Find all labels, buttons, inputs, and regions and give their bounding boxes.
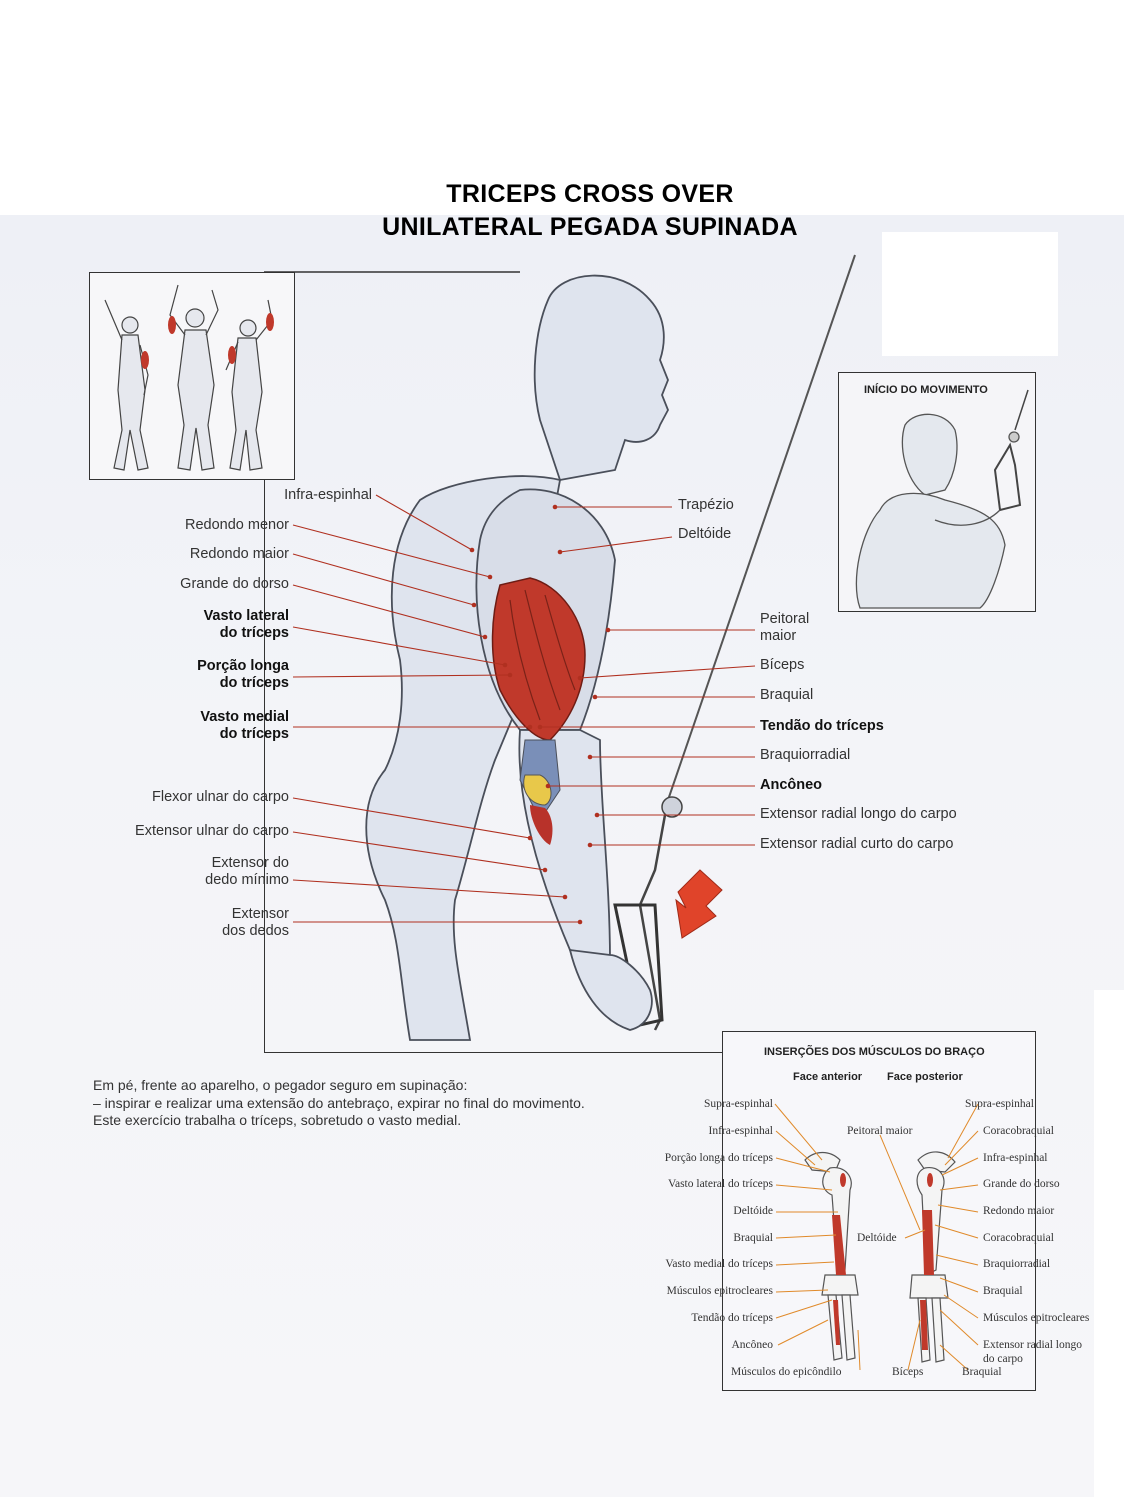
ins-right-extensor-radial-1: Extensor radial longo: [983, 1339, 1083, 1351]
cable-pulley-icon: [661, 796, 683, 818]
ins-left-vasto-lateral: Vasto lateral do tríceps: [667, 1178, 773, 1190]
ins-right-extensor-radial-2: do carpo: [983, 1353, 1023, 1365]
arm-bone-posterior: [909, 1151, 956, 1363]
label-extensor-ulnar: Extensor ulnar do carpo: [135, 823, 289, 839]
ins-right-grande-dorso: Grande do dorso: [983, 1178, 1060, 1190]
label-extensor-dedo-minimo-1: Extensor do: [211, 855, 289, 871]
main-illustration-frame: [264, 272, 835, 1053]
label-vasto-medial-2: do tríceps: [219, 726, 289, 742]
right-leader-dots: [537, 504, 611, 848]
label-braquiorradial: Braquiorradial: [760, 747, 851, 763]
label-tendao-triceps: Tendão do tríceps: [760, 718, 884, 734]
label-redondo-maior: Redondo maior: [189, 546, 289, 562]
ins-center-peitoral-maior: Peitoral maior: [847, 1125, 913, 1137]
label-trapezio: Trapézio: [678, 497, 734, 513]
ins-left-epitrocleares: Músculos epitrocleares: [666, 1285, 773, 1297]
label-anconeo: Ancôneo: [760, 777, 823, 793]
left-leader-lines: [292, 494, 580, 923]
description-line-2: – inspirar e realizar uma extensão do an…: [93, 1094, 585, 1111]
description-line-1: Em pé, frente ao aparelho, o pegador seg…: [93, 1077, 468, 1093]
body-figures-thumbnail: [104, 284, 274, 471]
ins-right-infra-espinhal: Infra-espinhal: [983, 1152, 1048, 1164]
insertions-title: INSERÇÕES DOS MÚSCULOS DO BRAÇO: [764, 1046, 985, 1058]
insertion-leader-lines: [774, 1103, 979, 1371]
label-braquial: Braquial: [760, 687, 814, 703]
right-leader-lines: [540, 506, 756, 846]
ins-left-epicondilo: Músculos do epicôndilo: [731, 1366, 842, 1378]
ins-left-anconeo: Ancôneo: [731, 1339, 773, 1351]
insertions-face-anterior: Face anterior: [793, 1071, 863, 1083]
ins-right-braquial-bottom: Braquial: [962, 1366, 1002, 1378]
label-porcao-longa-1: Porção longa: [197, 658, 289, 674]
label-peitoral-1: Peitoral: [760, 611, 810, 627]
ins-center-biceps: Bíceps: [892, 1366, 924, 1378]
down-arrow-icon: [675, 869, 723, 939]
label-biceps: Bíceps: [760, 657, 805, 673]
ins-left-infra-espinhal: Infra-espinhal: [708, 1125, 774, 1137]
insertions-face-posterior: Face posterior: [887, 1071, 963, 1083]
label-peitoral-2: maior: [760, 628, 797, 644]
ins-left-braquial: Braquial: [733, 1232, 773, 1244]
label-extensor-dedo-minimo-2: dedo mínimo: [205, 872, 289, 888]
arm-bone-anterior: [804, 1151, 859, 1361]
label-vasto-lateral-1: Vasto lateral: [203, 608, 289, 624]
insertions-frame: [722, 1031, 1036, 1391]
page-title-line2: UNILATERAL PEGADA SUPINADA: [382, 213, 798, 241]
exercise-description: Em pé, frente ao aparelho, o pegador seg…: [93, 1077, 673, 1130]
blank-edge: [1094, 990, 1124, 1497]
ins-left-deltoide: Deltóide: [733, 1205, 773, 1217]
triceps-highlight: [491, 577, 586, 845]
label-deltoide: Deltóide: [678, 526, 732, 542]
label-extensor-radial-longo: Extensor radial longo do carpo: [760, 806, 957, 822]
label-redondo-menor: Redondo menor: [185, 517, 289, 533]
ins-center-deltoide: Deltóide: [857, 1232, 897, 1244]
ins-right-supra-espinhal: Supra-espinhal: [965, 1098, 1034, 1110]
ins-right-coracobraquial-1: Coracobraquial: [983, 1125, 1054, 1137]
ins-right-redondo-maior: Redondo maior: [983, 1205, 1055, 1217]
ins-right-coracobraquial-2: Coracobraquial: [983, 1232, 1054, 1244]
thumb-figure-center: [168, 284, 219, 471]
blank-patch: [882, 232, 1058, 356]
start-position-sketch: [855, 389, 1029, 609]
label-infra-espinhal: Infra-espinhal: [284, 487, 372, 503]
description-line-3: Este exercício trabalha o tríceps, sobre…: [93, 1112, 462, 1128]
label-porcao-longa-2: do tríceps: [219, 675, 289, 691]
label-grande-do-dorso: Grande do dorso: [180, 576, 289, 592]
ins-left-vasto-medial: Vasto medial do tríceps: [665, 1258, 773, 1270]
ins-left-porcao-longa: Porção longa do tríceps: [664, 1152, 773, 1164]
label-flexor-ulnar: Flexor ulnar do carpo: [151, 789, 289, 805]
left-leader-dots: [469, 547, 583, 925]
label-vasto-lateral-2: do tríceps: [219, 625, 289, 641]
start-box-title: INÍCIO DO MOVIMENTO: [864, 384, 988, 396]
ins-right-epitrocleares: Músculos epitrocleares: [983, 1312, 1090, 1324]
label-extensor-dos-dedos-1: Extensor: [231, 906, 289, 922]
ins-right-braquiorradial: Braquiorradial: [983, 1258, 1051, 1270]
page-title-line1: TRICEPS CROSS OVER: [446, 180, 734, 208]
cable-line: [667, 254, 856, 801]
label-vasto-medial-1: Vasto medial: [200, 709, 289, 725]
ins-left-tendao-triceps: Tendão do tríceps: [691, 1312, 773, 1324]
label-extensor-dos-dedos-2: dos dedos: [222, 923, 289, 939]
ins-right-braquial: Braquial: [983, 1285, 1023, 1297]
thumb-figure-right: [225, 299, 274, 471]
thumb-figure-left: [104, 299, 149, 471]
label-extensor-radial-curto: Extensor radial curto do carpo: [760, 836, 954, 852]
ins-left-supra-espinhal: Supra-espinhal: [704, 1098, 773, 1110]
